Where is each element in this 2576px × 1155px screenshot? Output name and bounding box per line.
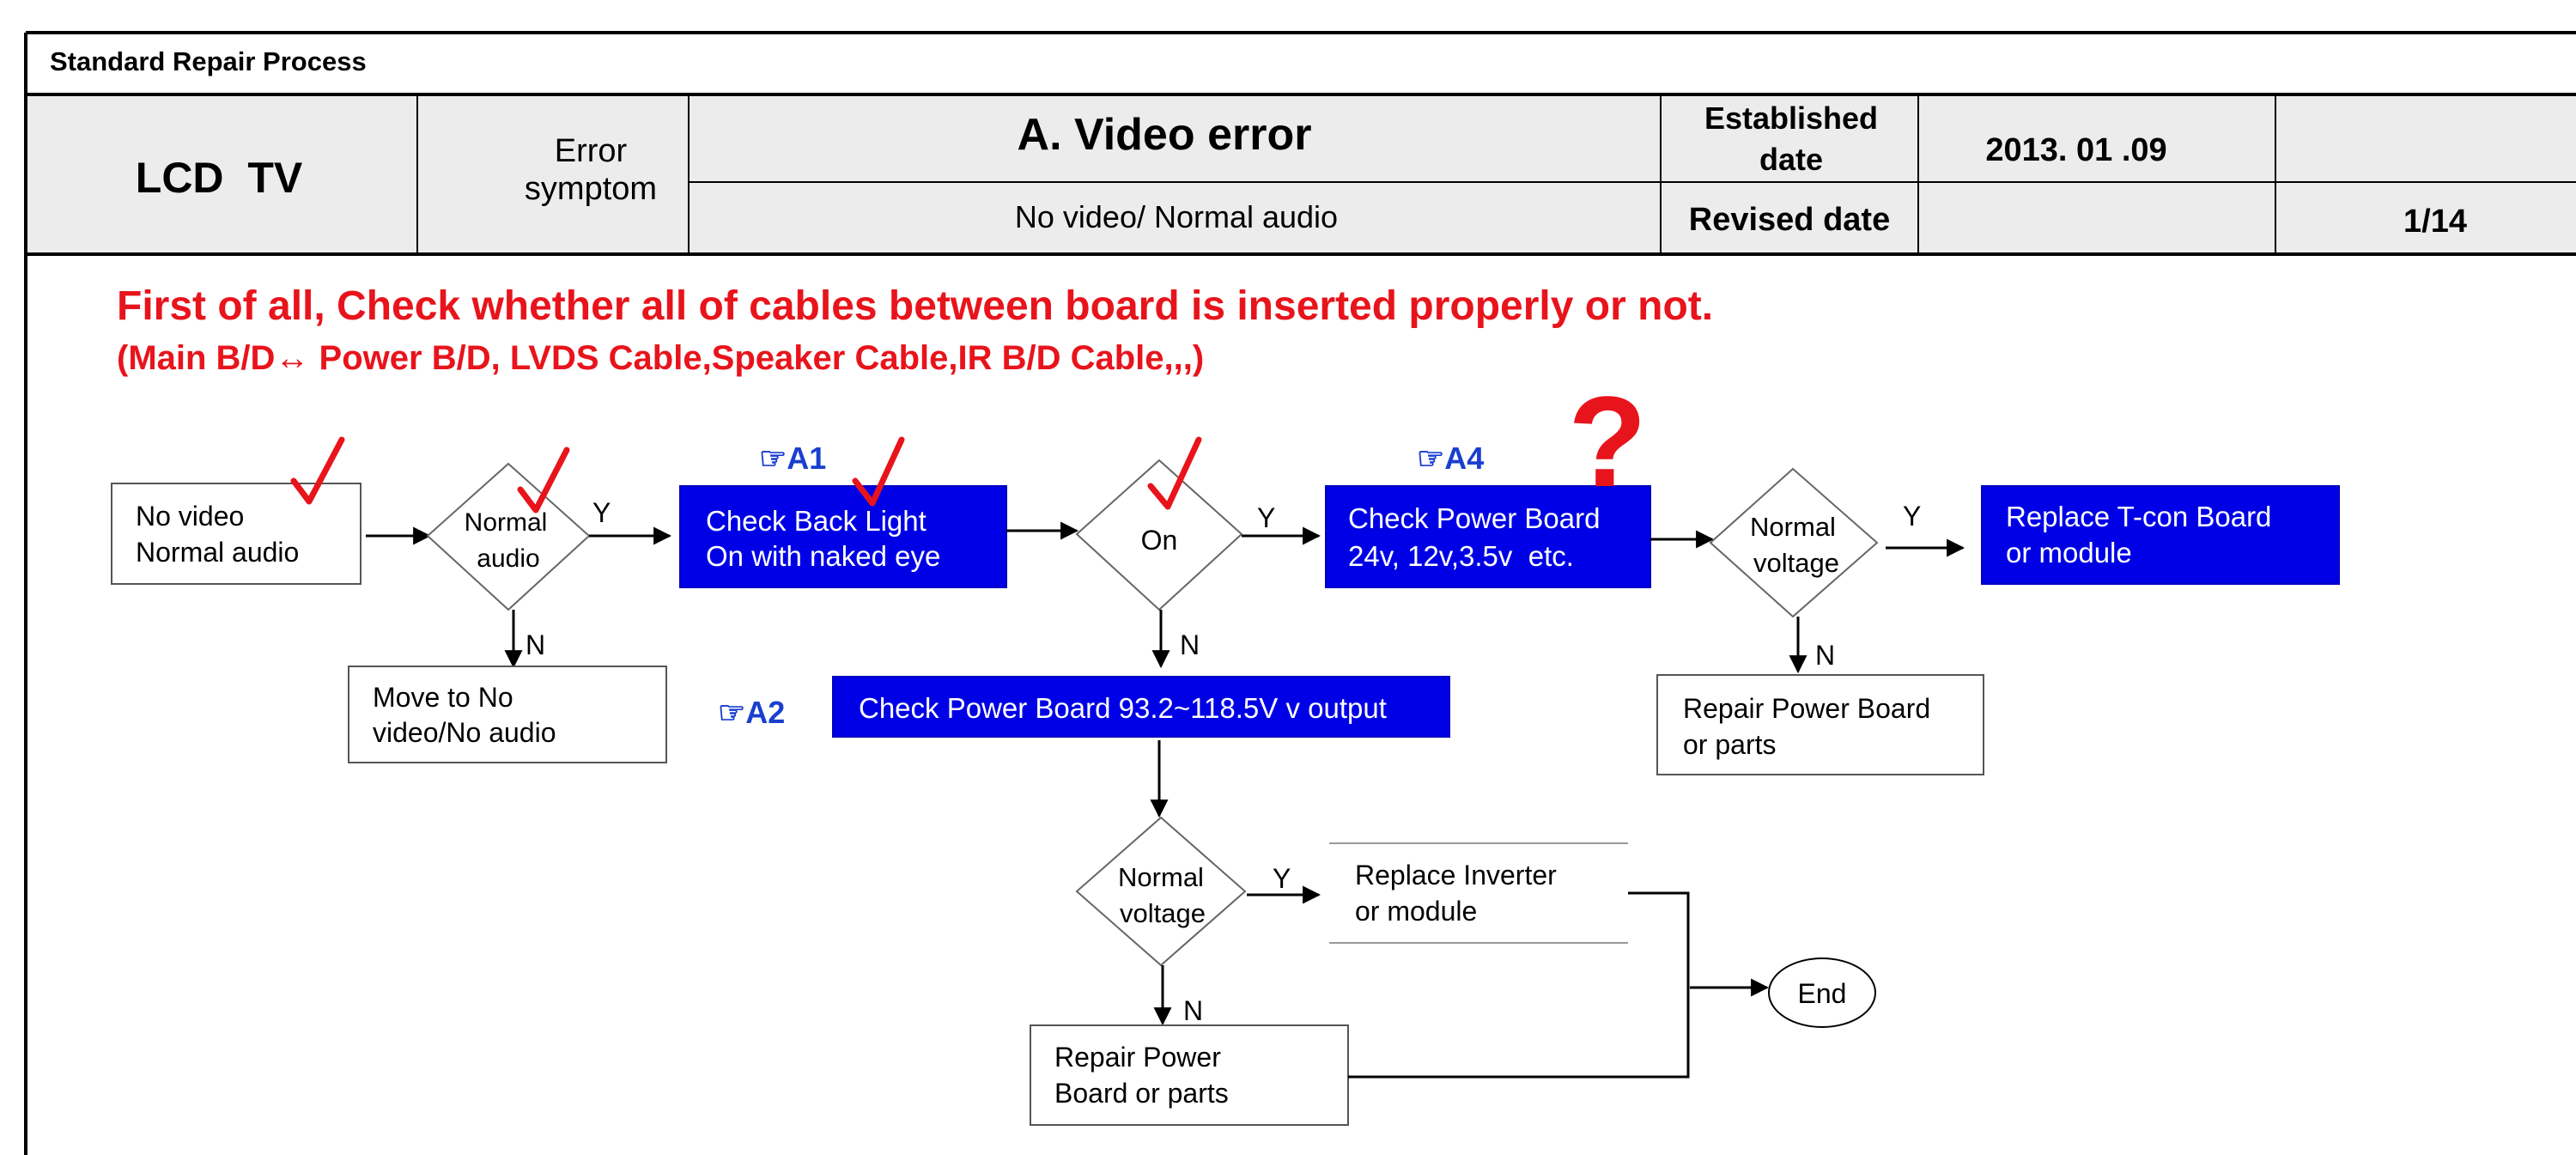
label-n-voltage-1: N xyxy=(1815,640,1835,671)
repair-power-board-1-line2: or parts xyxy=(1683,729,1776,760)
label-n-on: N xyxy=(1180,629,1200,660)
replace-tcon-line2: or module xyxy=(2006,537,2132,568)
check-power-board-line2: 24v, 12v,3.5v etc. xyxy=(1348,540,1574,572)
check-backlight-box xyxy=(679,485,1007,588)
label-y-voltage-2: Y xyxy=(1273,863,1291,894)
replace-tcon-box xyxy=(1981,485,2340,585)
question-mark-icon: ? xyxy=(1568,369,1647,514)
end-label: End xyxy=(1798,978,1847,1009)
decision-normal-voltage-1-line2: voltage xyxy=(1753,548,1839,578)
decision-on xyxy=(1075,459,1243,611)
checkmark-icon xyxy=(290,436,345,505)
move-box-line1: Move to No xyxy=(373,682,513,713)
connector-inverter-to-end xyxy=(1348,891,1690,1079)
repair-power-board-box-1 xyxy=(1656,674,1984,775)
error-subtitle: No video/ Normal audio xyxy=(1015,199,1338,234)
ref-a2: ☞A2 xyxy=(718,695,785,730)
label-y-audio: Y xyxy=(592,497,611,528)
replace-inverter-line1: Replace Inverter xyxy=(1355,860,1557,891)
decision-normal-voltage-2-line2: voltage xyxy=(1120,898,1206,928)
check-backlight-line2: On with naked eye xyxy=(706,540,940,572)
replace-tcon-line1: Replace T-con Board xyxy=(2006,501,2271,532)
error-title: A. Video error xyxy=(1018,110,1312,160)
decision-normal-audio xyxy=(426,462,591,611)
checkmark-icon xyxy=(1147,436,1202,510)
label-y-on: Y xyxy=(1257,502,1275,533)
label-n-voltage-2: N xyxy=(1183,995,1203,1026)
check-power-board-box xyxy=(1325,485,1651,588)
error-symptom-label-line2: symptom xyxy=(525,171,657,207)
established-label-line1: Established xyxy=(1704,100,1878,136)
revised-date-label: Revised date xyxy=(1689,202,1890,238)
checkmark-icon xyxy=(517,447,570,514)
decision-normal-voltage-1 xyxy=(1709,467,1879,618)
check-power-output-box xyxy=(832,676,1450,738)
start-box-line1: No video xyxy=(136,501,244,532)
product-label: LCD TV xyxy=(136,154,303,202)
notice-line2: (Main B/D↔ Power B/D, LVDS Cable,Speaker… xyxy=(117,339,1204,377)
repair-power-board-box-2 xyxy=(1030,1024,1349,1126)
established-date-value: 2013. 01 .09 xyxy=(1985,132,2166,168)
end-terminal xyxy=(1768,957,1876,1028)
check-backlight-line1: Check Back Light xyxy=(706,505,927,537)
checkmark-annotations xyxy=(290,436,1202,514)
move-box xyxy=(348,666,667,763)
label-y-voltage-1: Y xyxy=(1903,501,1921,532)
header-table xyxy=(24,31,2576,1155)
replace-inverter-line2: or module xyxy=(1355,896,1477,927)
repair-power-board-1-line1: Repair Power Board xyxy=(1683,693,1930,724)
check-power-board-line1: Check Power Board xyxy=(1348,502,1600,534)
label-n-audio: N xyxy=(526,629,545,660)
repair-power-board-2-line2: Board or parts xyxy=(1054,1078,1229,1109)
error-symptom-label-line1: Error xyxy=(555,133,628,169)
page-number: 1/14 xyxy=(2403,204,2467,240)
notice-line1: First of all, Check whether all of cable… xyxy=(117,283,1713,329)
start-box-line2: Normal audio xyxy=(136,537,299,568)
decision-on-label: On xyxy=(1141,525,1178,556)
start-box xyxy=(111,483,361,585)
move-box-line2: video/No audio xyxy=(373,717,556,748)
check-power-output-label: Check Power Board 93.2~118.5V v output xyxy=(859,692,1387,724)
decision-normal-audio-line1: Normal xyxy=(465,508,548,537)
process-title: Standard Repair Process xyxy=(50,46,367,76)
decision-normal-voltage-1-line1: Normal xyxy=(1750,512,1836,542)
decision-normal-voltage-2-line1: Normal xyxy=(1118,862,1204,892)
established-label-line2: date xyxy=(1759,142,1823,177)
ref-a4: ☞A4 xyxy=(1417,441,1484,476)
decision-normal-voltage-2 xyxy=(1075,816,1247,967)
repair-power-board-2-line1: Repair Power xyxy=(1054,1042,1221,1073)
checkmark-icon xyxy=(852,436,905,507)
ref-a1: ☞A1 xyxy=(759,441,826,476)
decision-normal-audio-line2: audio xyxy=(477,544,539,573)
